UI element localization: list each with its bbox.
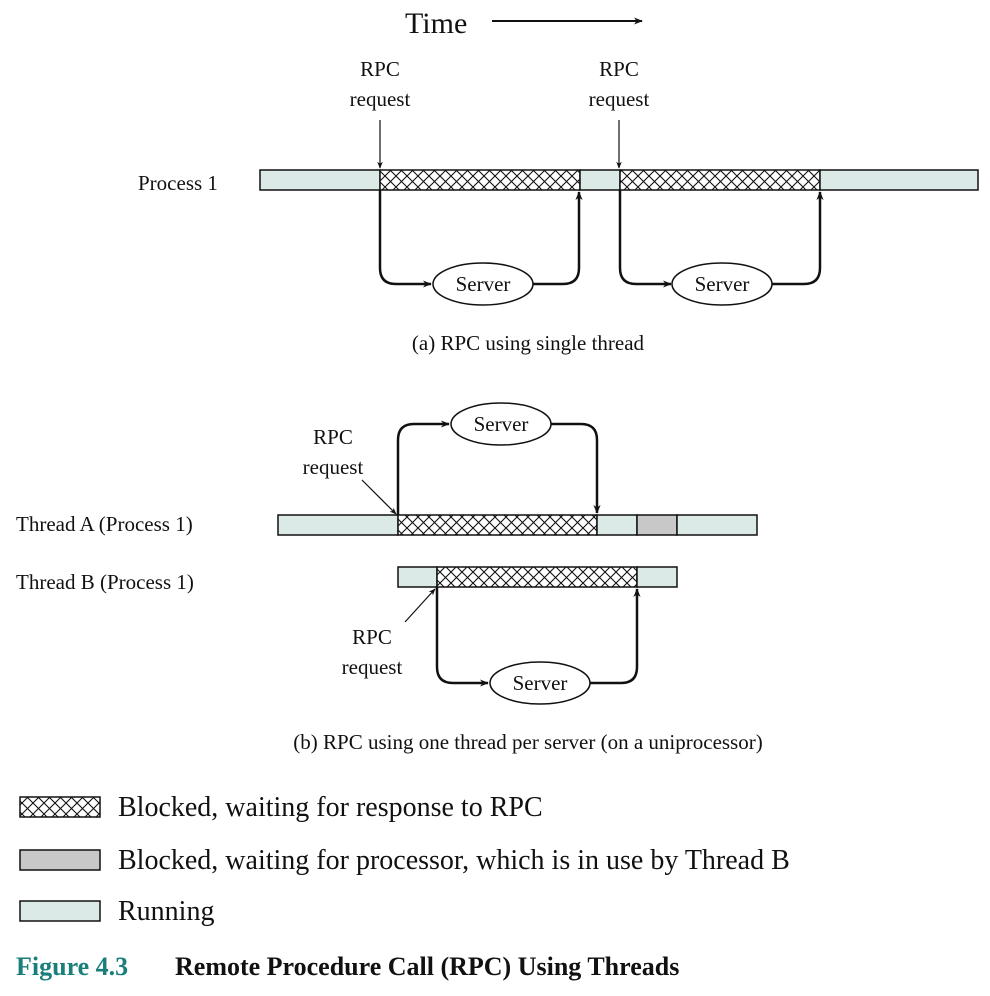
rpc-request-label: RPC bbox=[313, 425, 353, 449]
running-segment bbox=[676, 514, 758, 536]
rpc-request-label: RPC bbox=[360, 57, 400, 81]
call-to-server-arrow bbox=[435, 587, 489, 687]
rpc-request-label: RPC bbox=[599, 57, 639, 81]
legend-label-blocked-rpc: Blocked, waiting for response to RPC bbox=[118, 792, 543, 823]
running-segment bbox=[397, 566, 438, 588]
running-segment bbox=[636, 566, 678, 588]
caption-a: (a) RPC using single thread bbox=[412, 331, 645, 355]
rpc-request-arrow bbox=[404, 588, 436, 623]
blocked-rpc-segment bbox=[619, 169, 821, 191]
running-segment bbox=[819, 169, 979, 191]
figure-title: Remote Procedure Call (RPC) Using Thread… bbox=[175, 952, 679, 981]
running-segment bbox=[259, 169, 381, 191]
rpc-request-label: request bbox=[350, 87, 411, 111]
figure-number: Figure 4.3 bbox=[16, 952, 128, 981]
rpc-request-label: request bbox=[589, 87, 650, 111]
process-1-label: Process 1 bbox=[138, 171, 218, 195]
part-a: Process 1 RPC request RPC request Server… bbox=[138, 57, 979, 355]
server-label: Server bbox=[513, 671, 568, 695]
time-label: Time bbox=[405, 7, 467, 40]
running-segment bbox=[596, 514, 638, 536]
call-to-server-arrow bbox=[618, 190, 672, 288]
caption-b: (b) RPC using one thread per server (on … bbox=[293, 730, 762, 754]
rpc-request-label: request bbox=[303, 455, 364, 479]
server-label: Server bbox=[456, 272, 511, 296]
legend-swatch-blocked-rpc bbox=[19, 796, 101, 818]
running-segment bbox=[277, 514, 399, 536]
legend: Blocked, waiting for response to RPC Blo… bbox=[19, 792, 790, 927]
rpc-request-arrow bbox=[361, 479, 397, 515]
thread-b-timeline bbox=[397, 566, 678, 588]
legend-label-blocked-processor: Blocked, waiting for processor, which is… bbox=[118, 845, 790, 876]
blocked-rpc-segment bbox=[379, 169, 581, 191]
blocked-processor-segment bbox=[636, 514, 678, 536]
blocked-rpc-segment bbox=[436, 566, 638, 588]
thread-a-timeline bbox=[277, 514, 758, 536]
server-return-arrow bbox=[772, 191, 824, 286]
rpc-request-label: RPC bbox=[352, 625, 392, 649]
process-1-timeline bbox=[259, 169, 979, 191]
part-b: Server RPC request Thread A (Process 1) … bbox=[16, 402, 763, 754]
server-return-arrow bbox=[533, 191, 583, 286]
server-label: Server bbox=[695, 272, 750, 296]
server-label: Server bbox=[474, 412, 529, 436]
running-segment bbox=[579, 169, 621, 191]
legend-swatch-running bbox=[19, 900, 101, 922]
legend-swatch-blocked-processor bbox=[19, 849, 101, 871]
thread-b-label: Thread B (Process 1) bbox=[16, 570, 194, 594]
legend-label-running: Running bbox=[118, 896, 214, 927]
server-return-arrow bbox=[590, 588, 641, 685]
server-return-arrow bbox=[551, 422, 601, 514]
blocked-rpc-segment bbox=[397, 514, 598, 536]
call-to-server-arrow bbox=[396, 420, 450, 515]
thread-a-label: Thread A (Process 1) bbox=[16, 512, 193, 536]
call-to-server-arrow bbox=[378, 190, 432, 288]
rpc-request-label: request bbox=[342, 655, 403, 679]
